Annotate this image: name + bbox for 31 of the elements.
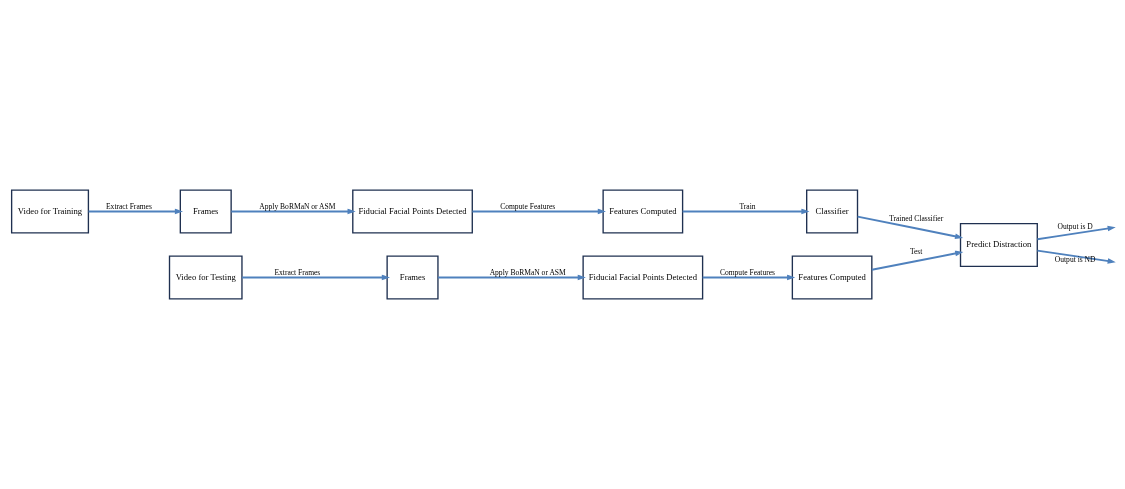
arrow [471, 208, 606, 215]
edge-label: Extract Frames [274, 268, 321, 278]
edge-label: Extract Frames [106, 202, 152, 212]
edge-label: Apply BoRMaN or ASM [489, 268, 566, 278]
node-box: Video for Training [10, 189, 90, 234]
edge-label: Output is D [1057, 221, 1093, 231]
node-box: Video for Testing [168, 255, 243, 300]
node-box: Fiducial Facial Points Detected [582, 255, 704, 300]
arrow [856, 215, 964, 240]
node-box: Fiducial Facial Points Detected [352, 189, 473, 234]
arrow [681, 208, 810, 215]
node-box: Features Computed [791, 255, 873, 300]
edge-label: Apply BoRMaN or ASM [259, 202, 336, 212]
edge-label: Train [739, 202, 756, 212]
arrow [1036, 249, 1116, 264]
arrow [87, 208, 183, 215]
node-box: Frames [179, 189, 232, 234]
edge-label: Trained Classifier [889, 214, 944, 224]
arrow [870, 250, 964, 271]
edge-label: Compute Features [500, 202, 556, 212]
arrow [701, 274, 796, 281]
arrow [1036, 225, 1116, 241]
arrow [241, 274, 390, 281]
node-box: Predict Distraction [959, 223, 1038, 268]
edge-label: Test [909, 247, 923, 257]
arrow [437, 274, 586, 281]
node-box: Classifier [806, 189, 859, 234]
node-box: Frames [386, 255, 439, 300]
arrow [230, 208, 356, 215]
node-box: Features Computed [602, 189, 684, 234]
edge-label: Compute Features [719, 268, 776, 278]
